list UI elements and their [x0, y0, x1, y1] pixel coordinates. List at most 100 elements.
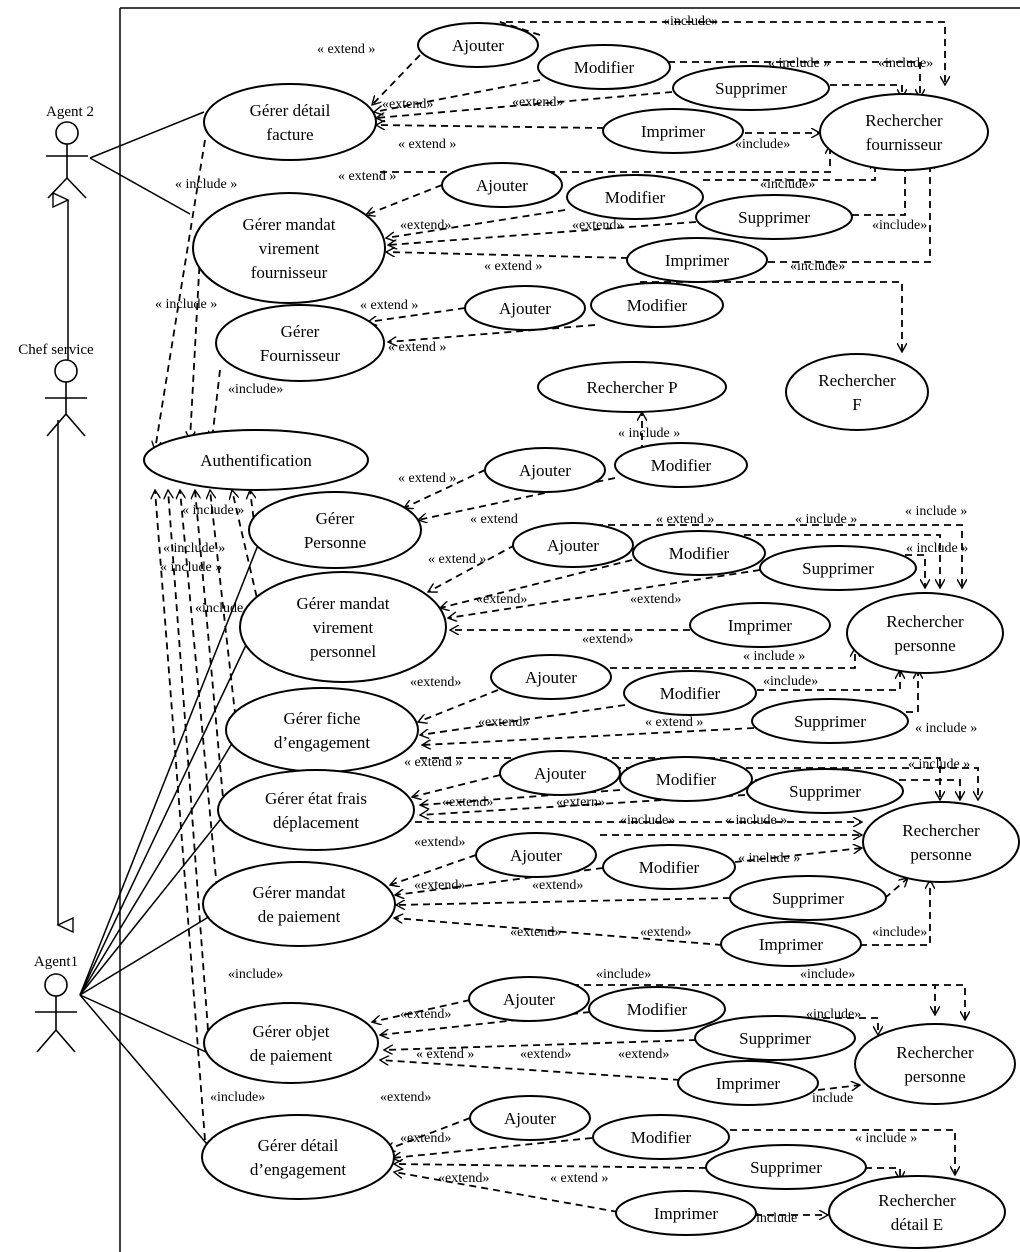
actor-leg — [66, 177, 87, 199]
extend-modifier8 — [395, 867, 604, 895]
use-case-label: d’engagement — [274, 733, 371, 752]
lbl-extend: «extend» — [572, 218, 623, 233]
use-case-label: Gérer — [316, 509, 355, 528]
actor-head — [44, 973, 68, 997]
use-case-label: personnel — [310, 642, 376, 661]
include-supprimer6-rp — [906, 670, 918, 713]
lbl-extend: «extend» — [532, 878, 583, 893]
use-case-label: Gérer — [281, 322, 320, 341]
actor-leg — [65, 413, 86, 437]
extend-modifier7 — [420, 789, 621, 805]
use-case-label: Ajouter — [510, 846, 562, 865]
lbl-extend: « extend » — [388, 340, 446, 355]
uc-modifier: Modifier — [632, 530, 766, 576]
lbl-include: « include » — [855, 1131, 917, 1146]
actor-chef-service: Chef service — [18, 342, 94, 437]
use-case-label: Imprimer — [641, 122, 706, 141]
use-case-label: Ajouter — [525, 668, 577, 687]
extend-modifier10 — [392, 1137, 593, 1158]
lbl-include: «include» — [663, 14, 718, 29]
use-case-label: Rechercher — [865, 111, 943, 130]
extend-modifier2 — [386, 209, 566, 238]
assoc-agent1-mandat-perso — [79, 644, 247, 996]
lbl-extend: « extend » — [550, 1171, 608, 1186]
lbl-include: « include » — [618, 426, 680, 441]
lbl-extend: «extend» — [512, 95, 563, 110]
use-case-label: Supprimer — [738, 208, 810, 227]
actor-agent1: Agent1 — [34, 954, 78, 1053]
lbl-extend: «extend» — [476, 592, 527, 607]
uc-supprimer: Supprimer — [695, 194, 853, 240]
use-case-label: Ajouter — [503, 990, 555, 1009]
use-case-label: Modifier — [627, 296, 688, 315]
lbl-include: « include » — [905, 504, 967, 519]
lbl-extend: «extend» — [478, 715, 529, 730]
uc-supprimer: Supprimer — [729, 875, 887, 921]
extend-supprimer6 — [422, 727, 755, 745]
lbl-include: «include» — [800, 967, 855, 982]
include-detail-eng-auth — [155, 490, 206, 1141]
use-case-label: de paiement — [258, 907, 341, 926]
use-case-label: facture — [266, 125, 313, 144]
extend-ajouter3 — [368, 307, 466, 322]
use-case-label: Ajouter — [547, 536, 599, 555]
lbl-include: « include » — [182, 503, 244, 518]
use-case-label: virement — [259, 239, 320, 258]
use-case-label: Rechercher — [886, 612, 964, 631]
lbl-extend: « extend » — [416, 1047, 474, 1062]
uc-imprimer: Imprimer — [626, 237, 768, 283]
extend-imprimer1 — [376, 125, 605, 128]
use-case-label: Rechercher — [902, 821, 980, 840]
lbl-include: « include » — [160, 560, 222, 575]
actor-leg — [36, 1029, 57, 1053]
uc-supprimer: Supprimer — [751, 698, 909, 744]
include-supprimer1-rf — [830, 84, 902, 98]
include-supprimer9-rp — [823, 1017, 878, 1035]
uc-modifier: Modifier — [614, 442, 748, 488]
uc-imprimer: Imprimer — [689, 602, 831, 648]
lbl-extend: « extend — [470, 512, 518, 527]
include-modifier6-rp — [757, 670, 900, 691]
uc-imprimer: Imprimer — [677, 1060, 819, 1106]
lbl-include: « include » — [725, 813, 787, 828]
extend-supprimer5 — [448, 569, 761, 618]
use-case-label: Supprimer — [794, 712, 866, 731]
lbl-include: «include» — [760, 177, 815, 192]
include-etat-auth — [195, 490, 226, 821]
include-supprimer5-rp — [905, 554, 925, 588]
use-case-label: Ajouter — [452, 36, 504, 55]
uc-rechercher-fournisseur: Rechercher fournisseur — [819, 93, 989, 171]
use-cases: Ajouter Modifier Supprimer Imprimer Gére… — [143, 22, 1020, 1249]
uc-ajouter: Ajouter — [484, 447, 606, 493]
lbl-extend: «extend» — [510, 925, 561, 940]
lbl-extend: « extend » — [484, 259, 542, 274]
use-case-label: Ajouter — [534, 764, 586, 783]
lbl-include: «include» — [763, 674, 818, 689]
include-ajouter6-rp — [610, 648, 855, 669]
use-case-label: personne — [894, 636, 955, 655]
lbl-extend: «extend» — [414, 835, 465, 850]
use-case-label: Gérer état frais — [265, 789, 367, 808]
include-modifier5-rp — [720, 534, 940, 588]
use-case-label: détail E — [891, 1215, 943, 1234]
extend-supprimer1 — [376, 91, 673, 118]
uc-rechercher-detail-e: Rechercher détail E — [828, 1175, 1006, 1249]
use-case-label: Imprimer — [716, 1074, 781, 1093]
include-fiche-auth — [210, 490, 239, 741]
use-case-label: fournisseur — [866, 135, 943, 154]
lbl-include: « include » — [906, 541, 968, 556]
uc-modifier: Modifier — [623, 670, 757, 716]
use-case-label: Modifier — [627, 1000, 688, 1019]
lbl-include: include — [756, 1211, 797, 1226]
lbl-include: « include » — [175, 177, 237, 192]
lbl-include: «include» — [228, 967, 283, 982]
lbl-extend: «extend» — [582, 632, 633, 647]
uc-authentification: Authentification — [143, 429, 369, 491]
uc-imprimer: Imprimer — [602, 108, 744, 154]
lbl-include: «include» — [872, 218, 927, 233]
use-case-label: Rechercher — [878, 1191, 956, 1210]
lbl-include: « include » — [738, 851, 800, 866]
